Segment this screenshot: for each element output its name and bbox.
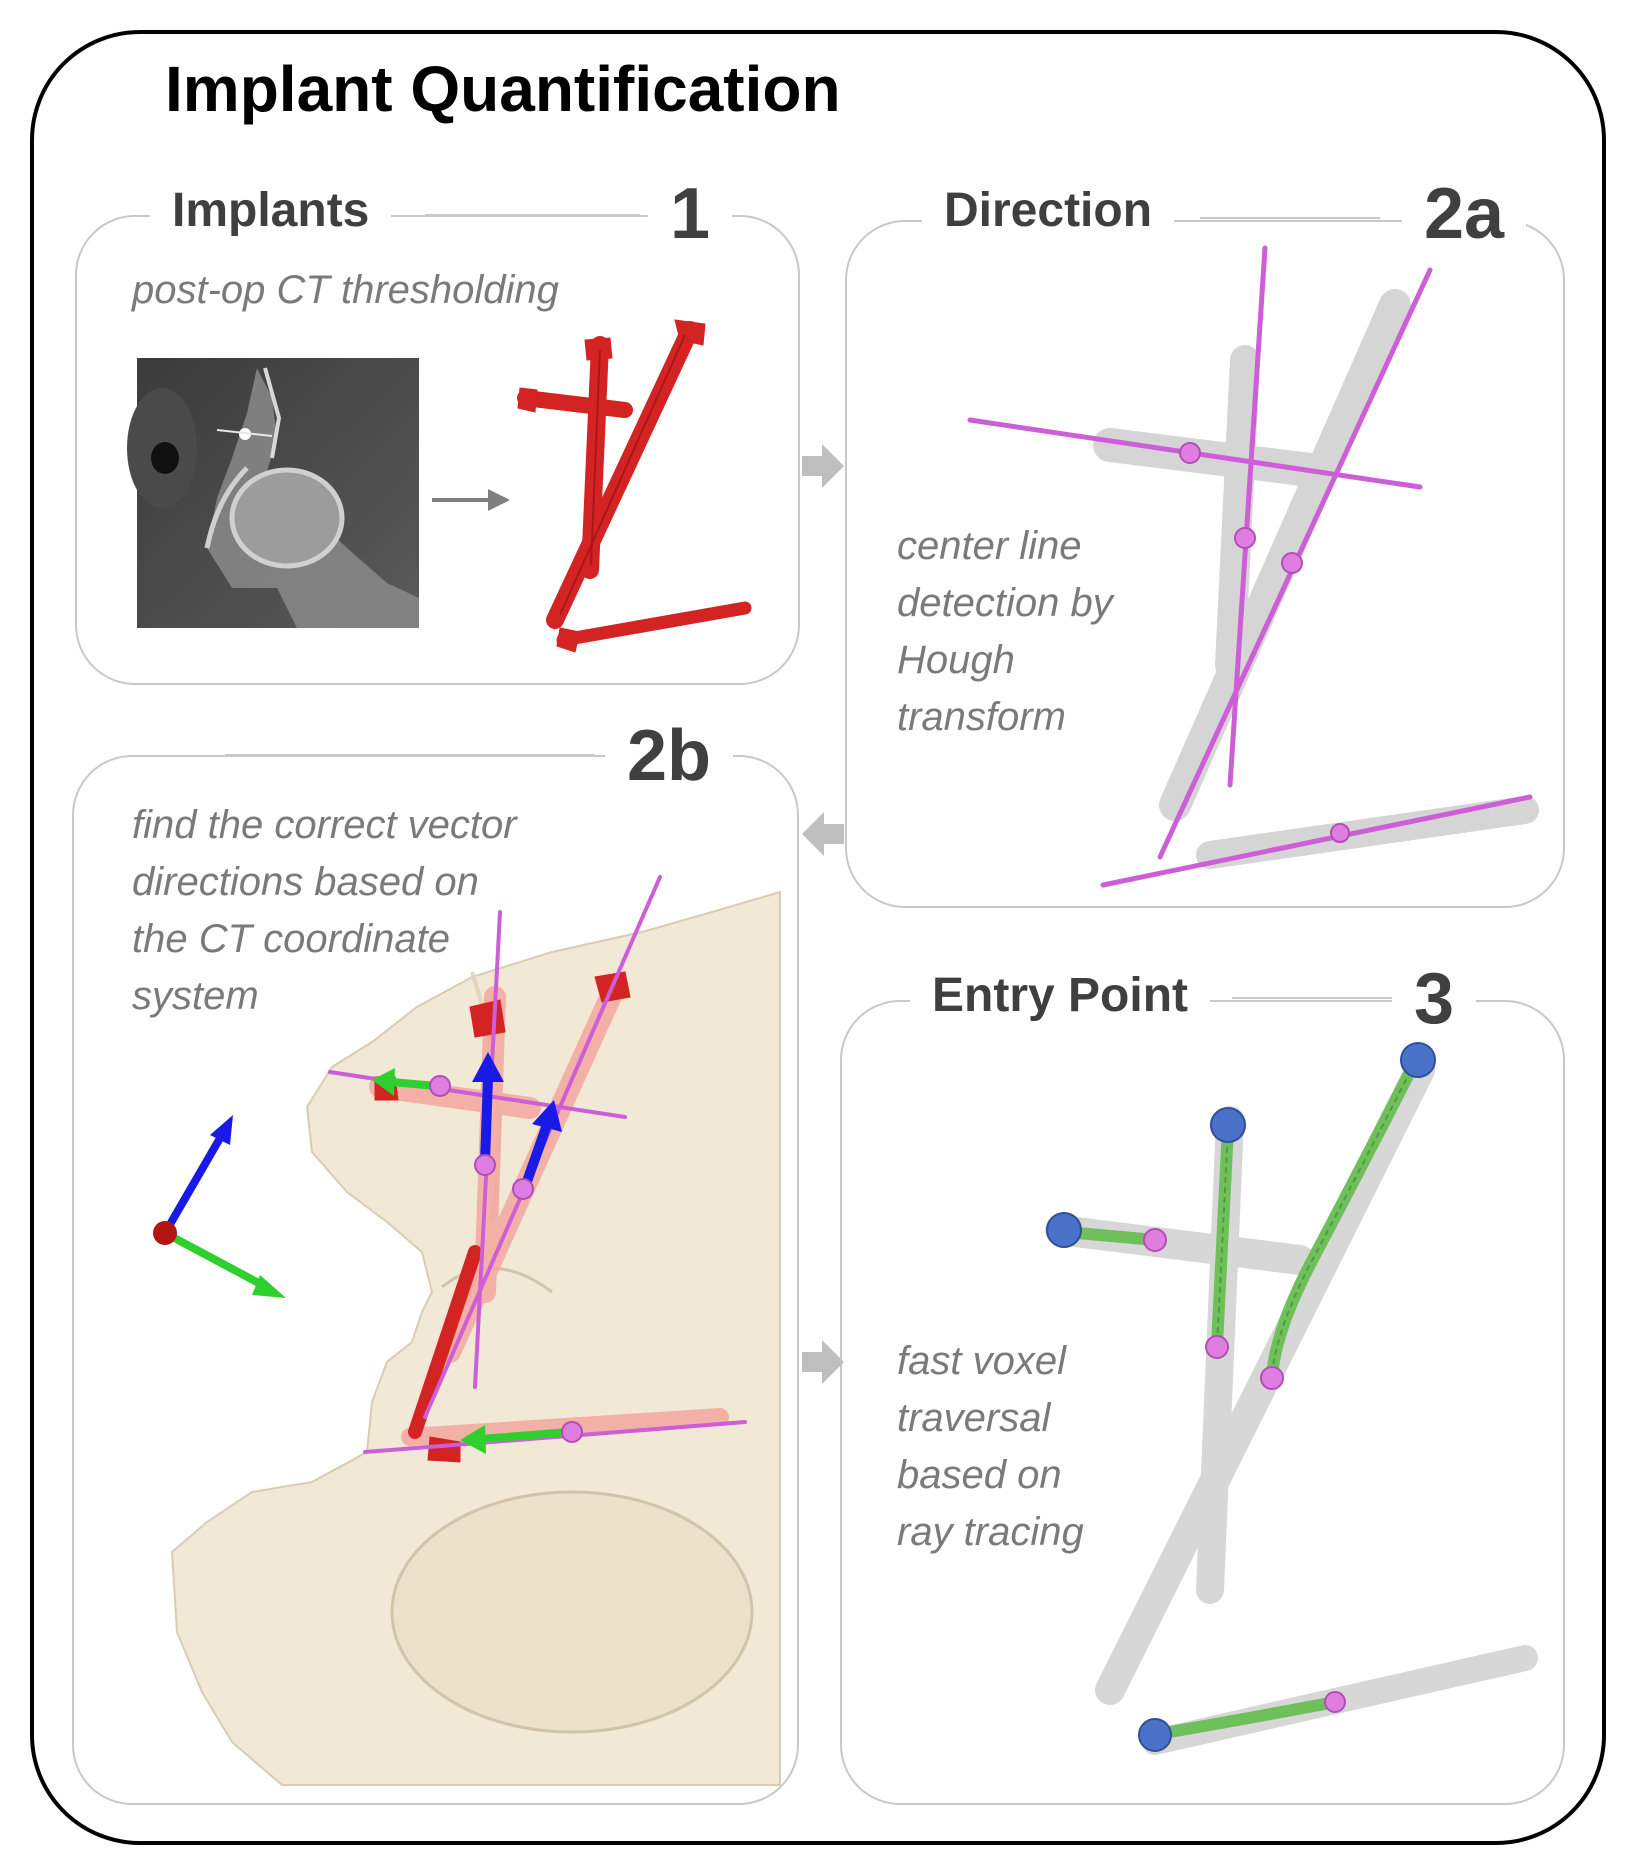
flow-arrow-left-icon bbox=[802, 812, 844, 856]
panel-entry-point-label: Entry Point bbox=[910, 968, 1211, 1023]
ct-coordinate-axes bbox=[153, 1115, 286, 1298]
description-line: the CT coordinate bbox=[132, 917, 450, 961]
description-line: find the correct vector bbox=[132, 803, 517, 847]
panel-direction bbox=[845, 220, 1565, 908]
panel-implants-rule bbox=[425, 214, 640, 216]
panel-direction-label: Direction bbox=[922, 183, 1175, 238]
panel-direction-number: 2a bbox=[1402, 173, 1527, 255]
description-line: post-op CT thresholding bbox=[132, 268, 559, 312]
panel-entry-point-description: fast voxel traversal based on ray tracin… bbox=[897, 1333, 1084, 1561]
description-line: ray tracing bbox=[897, 1510, 1084, 1554]
page-title: Implant Quantification bbox=[165, 53, 841, 125]
flow-arrow-right-icon bbox=[802, 444, 844, 488]
panel-vectors-description: find the correct vector directions based… bbox=[132, 797, 517, 1025]
description-line: center line bbox=[897, 524, 1082, 568]
description-line: directions based on bbox=[132, 860, 479, 904]
flow-arrow-right-icon bbox=[802, 1340, 844, 1384]
panel-implants-number: 1 bbox=[648, 173, 733, 255]
description-line: Hough bbox=[897, 638, 1015, 682]
ray-traversal-image bbox=[1045, 1042, 1538, 1755]
panel-direction-rule bbox=[1200, 217, 1380, 219]
outer-frame bbox=[30, 30, 1606, 1845]
panel-vectors-rule bbox=[225, 754, 595, 756]
panel-implants-description: post-op CT thresholding bbox=[132, 262, 559, 319]
panel-entry-point-rule bbox=[1232, 997, 1412, 999]
hough-lines-image bbox=[967, 245, 1539, 888]
description-line: based on bbox=[897, 1453, 1062, 1497]
panel-direction-description: center line detection by Hough transform bbox=[897, 518, 1113, 746]
description-line: detection by bbox=[897, 581, 1113, 625]
panel-entry-point-number: 3 bbox=[1392, 958, 1477, 1040]
ct-slice-image bbox=[127, 358, 419, 628]
implant-segmentation-image bbox=[517, 319, 752, 653]
description-line: fast voxel bbox=[897, 1339, 1066, 1383]
description-line: traversal bbox=[897, 1396, 1051, 1440]
threshold-arrow-icon bbox=[432, 489, 510, 511]
panel-vectors-number: 2b bbox=[605, 715, 734, 797]
panel-implants-label: Implants bbox=[150, 183, 392, 238]
description-line: system bbox=[132, 974, 259, 1018]
description-line: transform bbox=[897, 695, 1066, 739]
implant-vectors-overlay bbox=[328, 875, 747, 1463]
